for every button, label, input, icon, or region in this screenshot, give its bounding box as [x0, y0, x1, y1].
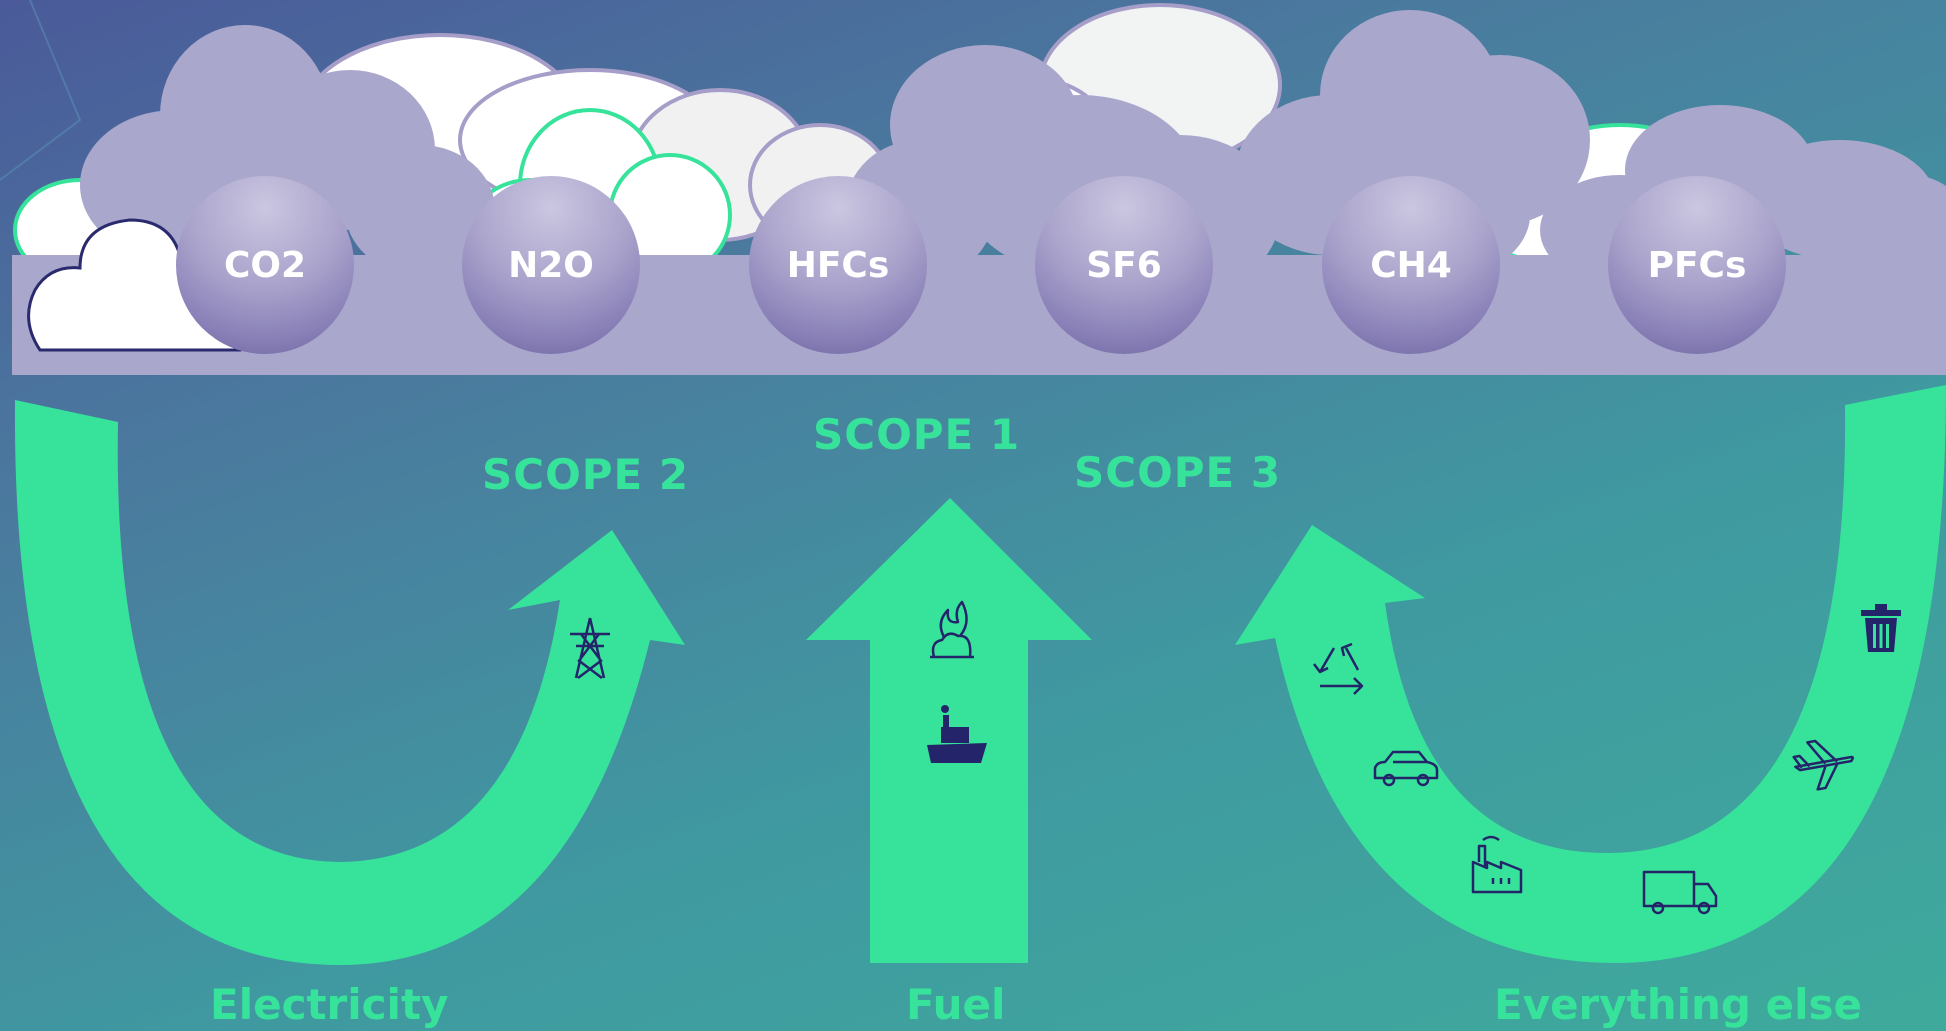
gas-label: N2O [508, 244, 594, 286]
scope3-arrow [1235, 385, 1946, 963]
gas-sf6: SF6 [1035, 176, 1213, 354]
power-pylon-icon [570, 617, 610, 679]
gas-label: CO2 [223, 244, 307, 286]
scope2-arrow [14, 400, 685, 965]
gas-ch4: CH4 [1322, 176, 1500, 354]
trash-icon [1861, 604, 1901, 652]
ship-icon [927, 705, 987, 763]
gas-hfcs: HFCs [749, 176, 927, 354]
gas-label: PFCs [1647, 244, 1747, 286]
scope-1-label: SCOPE 1 [813, 410, 1021, 459]
everything-else-label: Everything else [1494, 980, 1862, 1029]
fire-icon [930, 600, 974, 659]
decorative-line [0, 0, 82, 181]
gas-label: SF6 [1086, 244, 1162, 286]
gas-co2: CO2 [176, 176, 354, 354]
gas-pfcs: PFCs [1608, 176, 1786, 354]
fuel-label: Fuel [906, 980, 1006, 1029]
factory-icon [1471, 835, 1523, 894]
gas-label: CH4 [1370, 244, 1452, 286]
electricity-label: Electricity [210, 980, 449, 1029]
truck-icon [1642, 870, 1718, 915]
gas-label: HFCs [786, 244, 890, 286]
scope-3-label: SCOPE 3 [1074, 448, 1282, 497]
recycle-icon [1313, 642, 1364, 695]
airplane-icon [1792, 739, 1854, 791]
gas-n2o: N2O [462, 176, 640, 354]
scope-2-label: SCOPE 2 [482, 450, 690, 499]
car-icon [1373, 750, 1439, 787]
